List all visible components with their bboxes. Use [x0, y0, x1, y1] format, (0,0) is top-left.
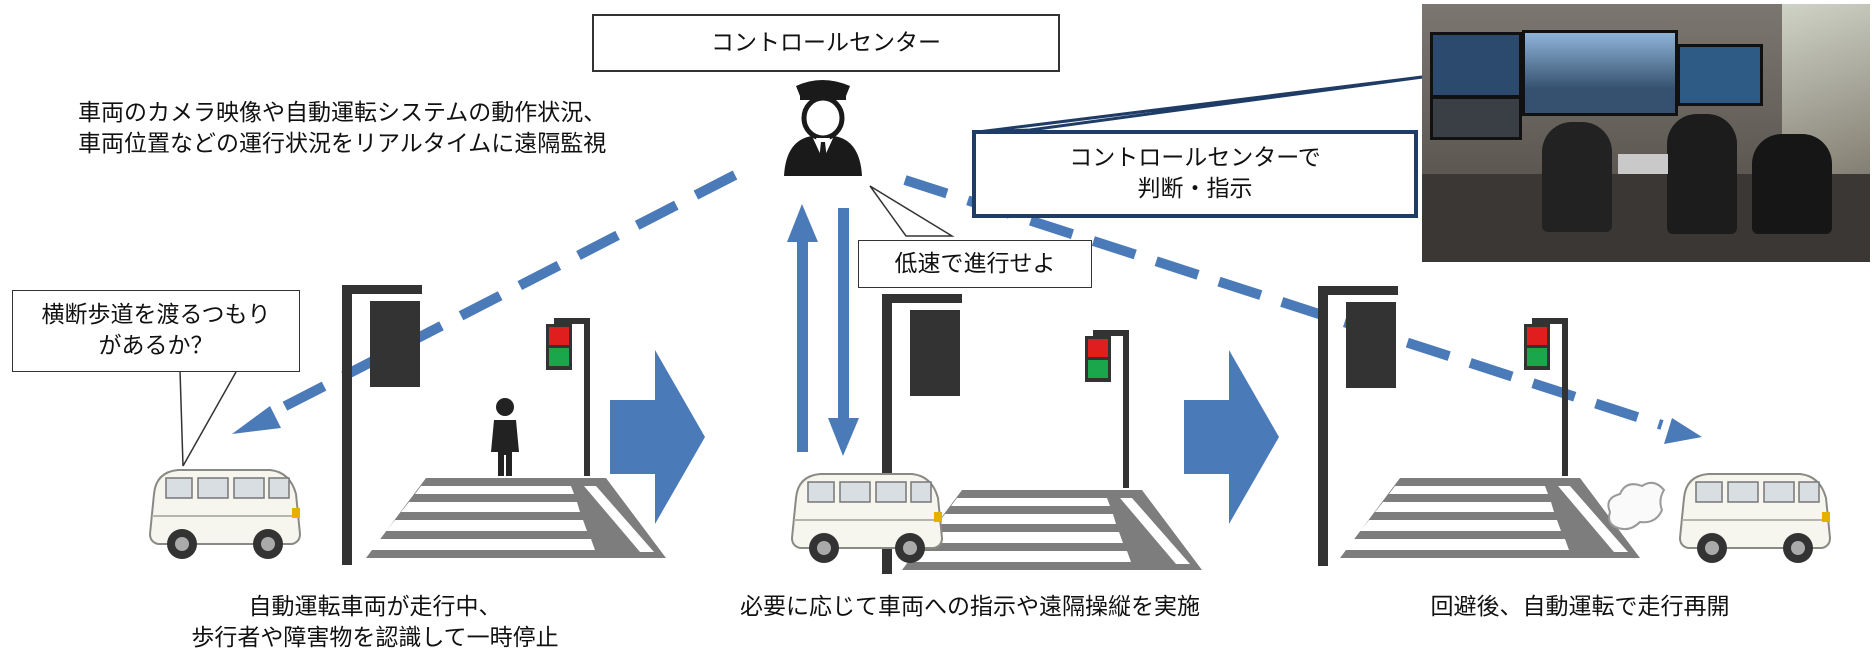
scene-middle-signal-small — [1085, 330, 1129, 488]
monitoring-line: 車両のカメラ映像や自動運転システムの動作状況、 — [78, 100, 607, 126]
question-line: があるか？ — [98, 333, 214, 359]
downlink-arrow — [828, 208, 859, 456]
judgement-callout: コントロールセンターで 判断・指示 — [972, 130, 1418, 218]
monitoring-description: 車両のカメラ映像や自動運転システムの動作状況、 車両位置などの運行状況をリアルタ… — [78, 98, 606, 160]
van-icon — [1679, 473, 1831, 564]
uplink-arrow — [787, 204, 818, 452]
caption-line: 歩行者や障害物を認識して一時停止 — [191, 625, 559, 651]
judgement-line: 判断・指示 — [1137, 176, 1253, 202]
exhaust-cloud-icon — [1607, 481, 1666, 531]
scene-right-caption: 回避後、自動運転で走行再開 — [1430, 594, 1730, 620]
question-callout-tail — [179, 369, 184, 467]
van-icon — [791, 473, 943, 564]
judgement-callout-tail — [977, 74, 1431, 134]
judgement-line: コントロールセンターで — [1069, 145, 1321, 171]
scene-left-caption: 自動運転車両が走行中、 歩行者や障害物を認識して一時停止 — [150, 592, 600, 654]
scene-left-crosswalk — [366, 478, 666, 558]
pedestrian-icon — [491, 398, 519, 476]
dashed-link-left — [232, 170, 738, 434]
scene-middle-crosswalk — [902, 490, 1202, 570]
process-arrow-2 — [1184, 350, 1279, 524]
control-center-title-box: コントロールセンター — [592, 14, 1060, 72]
instruction-callout-tail — [869, 185, 955, 237]
monitoring-line: 車両位置などの運行状況をリアルタイムに遠隔監視 — [78, 131, 607, 157]
dashed-link-right — [903, 175, 1702, 444]
control-center-title: コントロールセンター — [711, 29, 941, 56]
question-line: 横断歩道を渡るつもり — [41, 302, 271, 328]
operator-icon — [784, 80, 862, 176]
scene-right-crosswalk — [1340, 478, 1640, 558]
scene-middle-caption: 必要に応じて車両への指示や遠隔操縦を実施 — [740, 594, 1200, 620]
instruction-text: 低速で進行せよ — [894, 250, 1056, 277]
control-room-photo — [1422, 4, 1870, 262]
scene-left-signal-small — [546, 318, 590, 476]
instruction-callout: 低速で進行せよ — [858, 240, 1092, 288]
van-icon — [149, 469, 301, 560]
caption-line: 自動運転車両が走行中、 — [248, 594, 502, 620]
question-callout: 横断歩道を渡るつもり があるか？ — [12, 290, 300, 372]
process-arrow-1 — [610, 350, 705, 524]
